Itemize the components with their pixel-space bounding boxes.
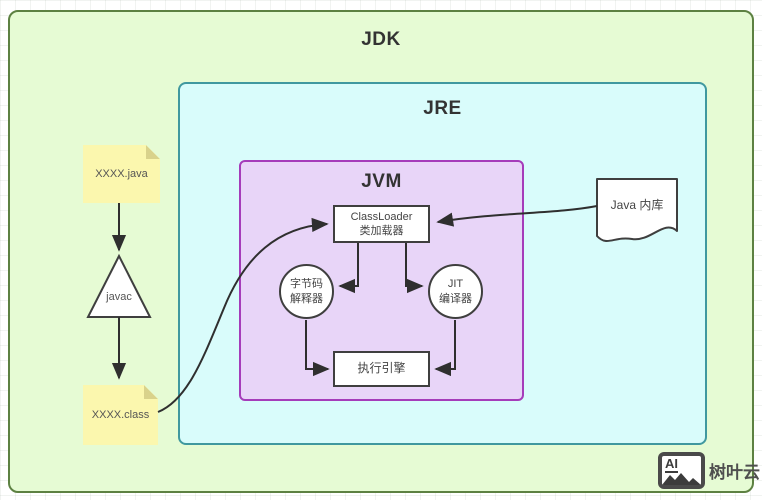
jvm-title: JVM: [361, 171, 402, 192]
bytecode-interpreter-line1: 字节码: [290, 278, 323, 291]
execution-engine-label: 执行引擎: [357, 361, 406, 376]
brand-logo: AI 树叶云: [658, 452, 760, 489]
jit-compiler-line2: 编译器: [439, 292, 472, 305]
jre-title: JRE: [423, 98, 462, 119]
class-file-note: XXXX.class: [83, 385, 158, 445]
mountain-icon: [662, 473, 701, 485]
brand-name: 树叶云: [709, 463, 760, 482]
bytecode-interpreter-node: 字节码 解释器: [279, 264, 334, 319]
java-source-file-label: XXXX.java: [95, 168, 148, 180]
classloader-label-en: ClassLoader: [350, 210, 413, 223]
java-library-label: Java 内库: [610, 198, 664, 212]
bytecode-interpreter-line2: 解释器: [290, 292, 323, 305]
jdk-title: JDK: [361, 29, 401, 50]
ai-icon-text: AI: [665, 456, 678, 473]
jit-compiler-line1: JIT: [447, 278, 464, 291]
java-source-file-note: XXXX.java: [83, 145, 160, 203]
jit-compiler-node: JIT 编译器: [428, 264, 483, 319]
classloader-node: ClassLoader 类加载器: [333, 205, 430, 243]
execution-engine-node: 执行引擎: [333, 351, 430, 387]
javac-label: javac: [106, 291, 132, 303]
class-file-label: XXXX.class: [91, 409, 150, 421]
classloader-label-zh: 类加载器: [359, 225, 404, 237]
ai-image-icon-inner: AI: [662, 456, 701, 485]
ai-image-icon: AI: [658, 452, 705, 489]
